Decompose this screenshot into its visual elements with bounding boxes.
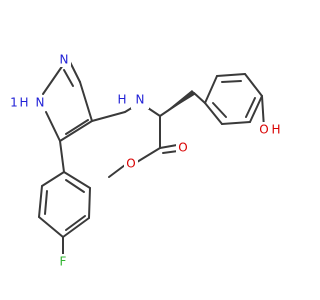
ester-o-label: O <box>126 157 135 171</box>
bond-ph-d2 <box>245 97 256 118</box>
bond-fp-3 <box>38 216 64 238</box>
bond-c3-c4-double <box>65 119 89 135</box>
bond-ph-5 <box>221 121 251 125</box>
bond-n2-c3 <box>45 111 61 142</box>
bond-oester-methyl <box>108 164 126 178</box>
molecule-structure: N N H 1 N H O O O H F <box>10 53 281 270</box>
bond-ph-3 <box>244 73 263 97</box>
amine-n-label: N <box>136 93 145 107</box>
pyrazole-nh-label: N <box>36 96 45 110</box>
bond-c5-n1 <box>69 61 81 83</box>
bond-carbonyl-o-double-2 <box>162 150 179 154</box>
bond-c4-ch2 <box>91 111 126 122</box>
bond-fp-1 <box>41 171 65 187</box>
bond-n1-n2 <box>42 64 64 95</box>
bond-c3-fpipso <box>59 140 65 173</box>
bond-fp-d2 <box>65 215 86 231</box>
bond-fp-6 <box>63 171 91 189</box>
phenol-o-label: O <box>259 123 268 137</box>
bond-c4-c5 <box>79 81 93 122</box>
bond-fp-2 <box>38 185 43 218</box>
bond-ph-6 <box>204 102 223 125</box>
ester-carbonyl-o-label: O <box>178 141 187 155</box>
bond-ph-d1 <box>221 80 242 83</box>
bond-ph-4 <box>249 95 263 123</box>
bond-fp-4 <box>62 217 90 238</box>
bond-fp-5 <box>88 187 91 219</box>
pyrazole-nh-number-label: 1 <box>10 96 18 110</box>
bond-ph-d3 <box>212 102 227 118</box>
phenol-h-label: H <box>271 123 280 137</box>
fluorine-label: F <box>60 255 67 269</box>
bond-carbonyl-oester <box>136 147 161 163</box>
bond-carbonyl-o-double-1 <box>159 144 178 149</box>
amine-h-label: H <box>117 93 126 107</box>
bond-cbeta-ipso <box>193 92 206 104</box>
bond-c3-c4 <box>59 120 93 142</box>
bond-c5-n1-double <box>63 69 74 87</box>
bonds <box>38 61 265 257</box>
bond-ph-2 <box>216 73 246 77</box>
bond-fp-d3 <box>65 179 85 193</box>
pyrazole-n-label: N <box>60 53 69 67</box>
bond-ph-1 <box>204 75 218 104</box>
bond-fp-d1 <box>44 190 48 215</box>
atom-labels: N N H 1 N H O O O H F <box>10 53 281 270</box>
stereo-wedge <box>160 90 196 116</box>
pyrazole-nh-h-label: H <box>19 96 28 110</box>
